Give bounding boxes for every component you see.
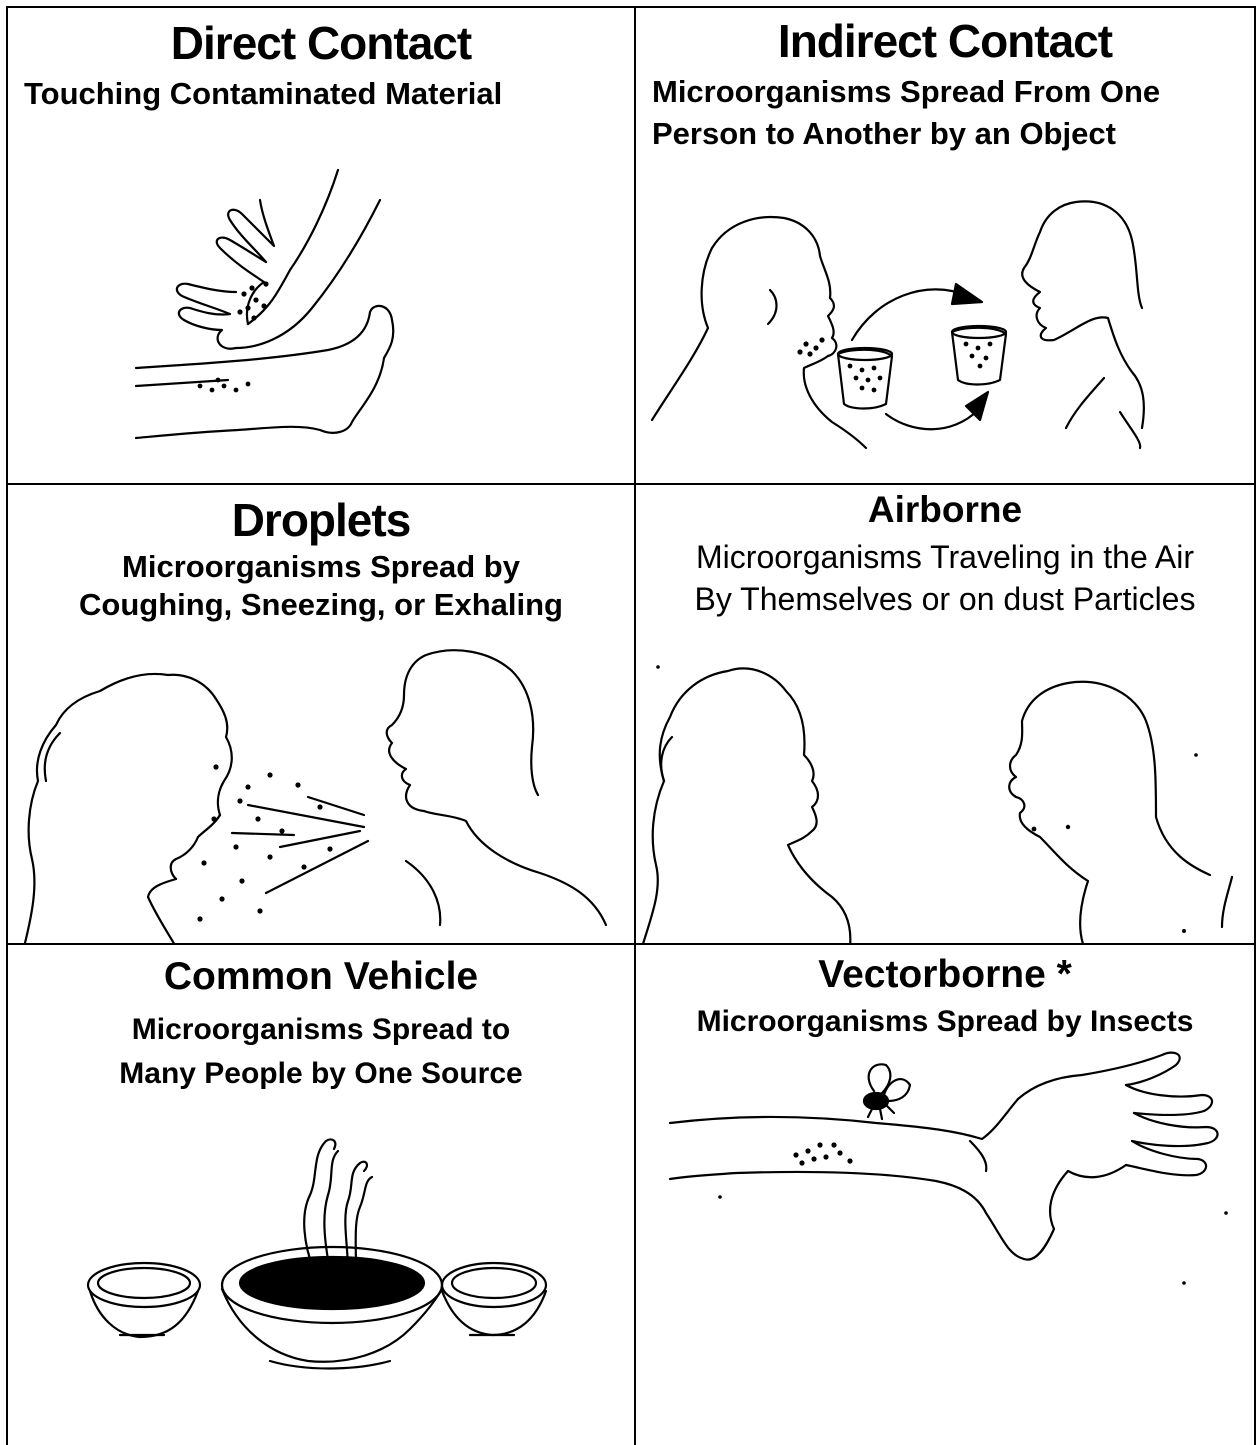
two-people-facing-icon <box>636 485 1256 945</box>
two-people-sharing-cup-icon <box>636 8 1256 485</box>
panel-common-vehicle: Common Vehicle Microorganisms Spread to … <box>6 943 636 1445</box>
person-sneezing-on-person-icon <box>8 485 636 945</box>
panel-airborne: Airborne Microorganisms Traveling in the… <box>634 483 1256 945</box>
panel-droplets: Droplets Microorganisms Spread by Coughi… <box>6 483 636 945</box>
panel-indirect-contact: Indirect Contact Microorganisms Spread F… <box>634 6 1256 485</box>
insect-on-arm-icon <box>636 945 1256 1445</box>
hand-touching-leg-icon <box>8 8 636 485</box>
three-bowls-icon <box>8 945 636 1445</box>
panel-vectorborne: Vectorborne * Microorganisms Spread by I… <box>634 943 1256 1445</box>
panel-direct-contact: Direct Contact Touching Contaminated Mat… <box>6 6 636 485</box>
